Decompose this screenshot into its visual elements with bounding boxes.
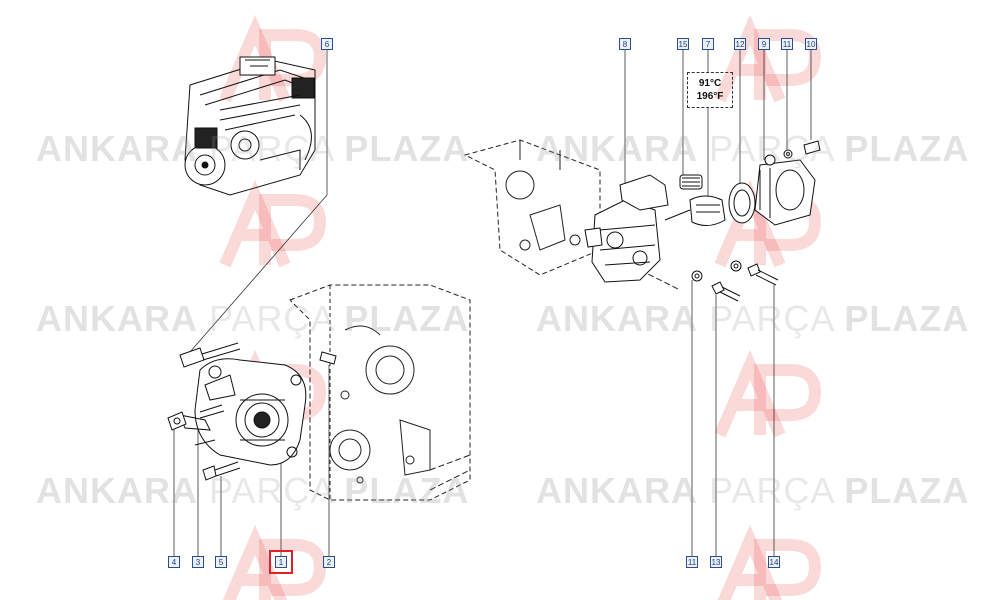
callout-9[interactable]: 9 — [758, 38, 770, 50]
callout-3[interactable]: 3 — [192, 556, 204, 568]
watermark-logo — [225, 30, 815, 600]
water-pump — [179, 358, 307, 466]
thermostat-parts — [664, 140, 821, 302]
leader-lines — [173, 50, 812, 556]
callout-8[interactable]: 8 — [619, 38, 631, 50]
callout-13[interactable]: 13 — [710, 556, 722, 568]
callout-1-selected[interactable]: 1 — [269, 550, 293, 574]
callout-10[interactable]: 10 — [805, 38, 817, 50]
callout-2[interactable]: 2 — [323, 556, 335, 568]
thermostat-housing — [584, 174, 669, 283]
engine-block-outline — [289, 284, 471, 501]
bolts-left — [167, 342, 337, 481]
engine-thumbnail — [184, 56, 316, 196]
callout-7[interactable]: 7 — [702, 38, 714, 50]
callout-6[interactable]: 6 — [321, 38, 333, 50]
callout-5[interactable]: 5 — [215, 556, 227, 568]
temperature-fahrenheit: 196°F — [696, 91, 724, 102]
callout-4[interactable]: 4 — [168, 556, 180, 568]
thermostat-temperature-label: 91°C 196°F — [687, 72, 733, 108]
temperature-celsius: 91°C — [698, 78, 722, 89]
callout-11-bottom[interactable]: 11 — [686, 556, 698, 568]
callout-14[interactable]: 14 — [768, 556, 780, 568]
callout-12[interactable]: 12 — [734, 38, 746, 50]
callout-15[interactable]: 15 — [677, 38, 689, 50]
callout-11-top[interactable]: 11 — [781, 38, 793, 50]
